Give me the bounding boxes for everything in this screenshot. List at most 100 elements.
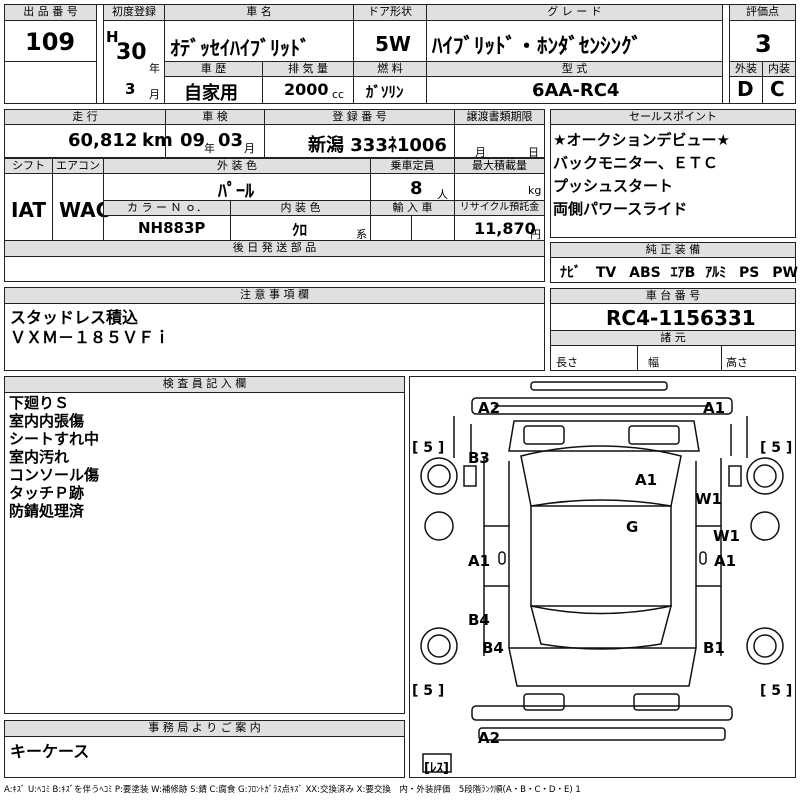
spec-length: 長さ (556, 356, 578, 369)
ext-label: 外装 (729, 61, 763, 77)
int-label: 内装 (762, 61, 796, 77)
mark-a1-left: A1 (468, 552, 491, 570)
recycle-label: リサイクル預託金 (454, 200, 545, 216)
spec-height: 高さ (726, 356, 748, 369)
point-item: ★オークションデビュー★ (553, 131, 730, 149)
insp-year-unit: 年 (204, 142, 215, 155)
inspection-label: 車 検 (165, 109, 265, 125)
month-unit: 月 (149, 88, 160, 101)
lot-no-label: 出 品 番 号 (4, 4, 97, 21)
mark-a2-front: A2 (478, 399, 501, 417)
door-type: 5W (375, 32, 411, 56)
model-cell (426, 76, 723, 104)
int-color-unit: 系 (356, 228, 367, 241)
import-cell (370, 215, 412, 241)
diagram-frame (409, 376, 796, 778)
equip-item: ﾅﾋﾞ (560, 265, 581, 281)
point-item: 両側パワースライド (553, 200, 688, 218)
history: 自家用 (184, 83, 238, 104)
recycle-unit: 円 (530, 228, 541, 241)
spec-width: 幅 (648, 356, 659, 369)
shift: IAT (11, 198, 47, 222)
history-label: 車 歴 (164, 61, 263, 77)
mark-b4: B4 (468, 611, 490, 629)
mark-tire-tr: [ 5 ] (760, 440, 793, 456)
car-name: ｵﾃﾞｯｾｲﾊｲﾌﾞﾘｯﾄﾞ (170, 36, 310, 60)
displacement-label: 排 気 量 (262, 61, 354, 77)
inspector-line: 下廻りＳ (9, 394, 70, 412)
ext-color: ﾊﾟｰﾙ (218, 181, 254, 202)
equip-label: 純 正 装 備 (550, 242, 796, 258)
inspector-list: 下廻りＳ 室内内張傷 シートすれ中 室内汚れ コンソール傷 タッチＰ跡 防錆処理… (9, 394, 99, 520)
capacity-label: 乗車定員 (370, 158, 455, 174)
transfer-label: 譲渡書類期限 (454, 109, 545, 125)
inspector-line: タッチＰ跡 (9, 484, 85, 502)
equip-item: ｱﾙﾐ (705, 265, 727, 281)
equip-list: ﾅﾋﾞ TV ABS ｴｱB ｱﾙﾐ PS PW (560, 262, 798, 282)
era: H (106, 28, 119, 46)
insp-month-unit: 月 (244, 142, 255, 155)
plate: 新潟 333ﾈ1006 (308, 135, 447, 156)
legend: A:ｷｽﾞ U:ﾍｺﾐ B:ｷｽﾞを伴うﾍｺﾐ P:要塗装 W:補修跡 S:錆 … (4, 785, 581, 795)
mark-b1: B1 (703, 639, 725, 657)
transfer-cell (454, 124, 545, 158)
spec-height-cell (721, 345, 796, 371)
equip-item: PS (739, 265, 760, 281)
displacement-unit: cc (332, 88, 345, 101)
equip-item: ABS (629, 265, 661, 281)
notes-list: スタッドレス積込 ＶＸＭ－１８５ＶＦｉ (10, 308, 170, 348)
color-no: NH883P (138, 219, 206, 237)
score: 3 (755, 30, 772, 58)
lot-no: 109 (25, 28, 76, 56)
mark-a1-right: A1 (714, 552, 737, 570)
reg-month: 3 (125, 80, 136, 98)
chassis-label: 車 台 番 号 (550, 288, 796, 304)
office-cell (4, 736, 405, 778)
load-label: 最大積載量 (454, 158, 545, 174)
grade-label: グ レ ー ド (426, 4, 723, 21)
insp-month: 03 (218, 130, 244, 151)
spec-label: 諸 元 (550, 330, 796, 346)
inspector-line: 防錆処理済 (9, 502, 85, 520)
capacity: 8 (410, 178, 423, 199)
notes-cell (4, 303, 545, 371)
mark-b3: B3 (468, 449, 490, 467)
mark-a2-rear: A2 (478, 729, 501, 747)
inspector-cell (4, 392, 405, 714)
import-label: 輸 入 車 (370, 200, 455, 216)
insp-year: 09 (180, 130, 206, 151)
reg-year: 30 (116, 40, 147, 65)
mark-w1-right: W1 (695, 490, 722, 508)
import-cell-2 (411, 215, 455, 241)
displacement: 2000 (284, 80, 329, 99)
inspector-line: シートすれ中 (9, 430, 100, 448)
chassis-number: RC4-1156331 (606, 306, 756, 330)
mileage: 60,812 (68, 130, 138, 151)
plate-label: 登 録 番 号 (264, 109, 455, 125)
ac: WAC (59, 198, 111, 222)
mark-g: G (626, 518, 639, 536)
equip-item: TV (595, 265, 617, 281)
capacity-unit: 人 (437, 188, 448, 201)
equip-item: ｴｱB (670, 265, 696, 281)
transfer-day: 日 (528, 146, 539, 159)
later-label: 後 日 発 送 部 品 (4, 240, 545, 257)
mark-a1-hood: A1 (635, 471, 658, 489)
note-line: ＶＸＭ－１８５ＶＦｉ (10, 328, 171, 347)
model: 6AA-RC4 (532, 80, 620, 101)
score-label: 評価点 (729, 4, 796, 21)
notes-label: 注 意 事 項 欄 (4, 287, 545, 304)
mark-tire-tl: [ 5 ] (412, 440, 445, 456)
model-label: 型 式 (426, 61, 723, 77)
inspector-line: 室内汚れ (9, 448, 70, 466)
ext-grade: D (737, 77, 754, 101)
inspector-line: 室内内張傷 (9, 412, 85, 430)
mark-w1-right-2: W1 (713, 527, 740, 545)
fuel: ｶﾞｿﾘﾝ (366, 83, 404, 101)
mark-a1-front: A1 (703, 399, 726, 417)
office-label: 事 務 局 よ り ご 案 内 (4, 720, 405, 737)
mark-tire-bl: [ 5 ] (412, 683, 445, 699)
year-unit: 年 (149, 62, 160, 75)
first-reg-label: 初度登録 (103, 4, 165, 21)
name-label: 車 名 (164, 4, 354, 21)
